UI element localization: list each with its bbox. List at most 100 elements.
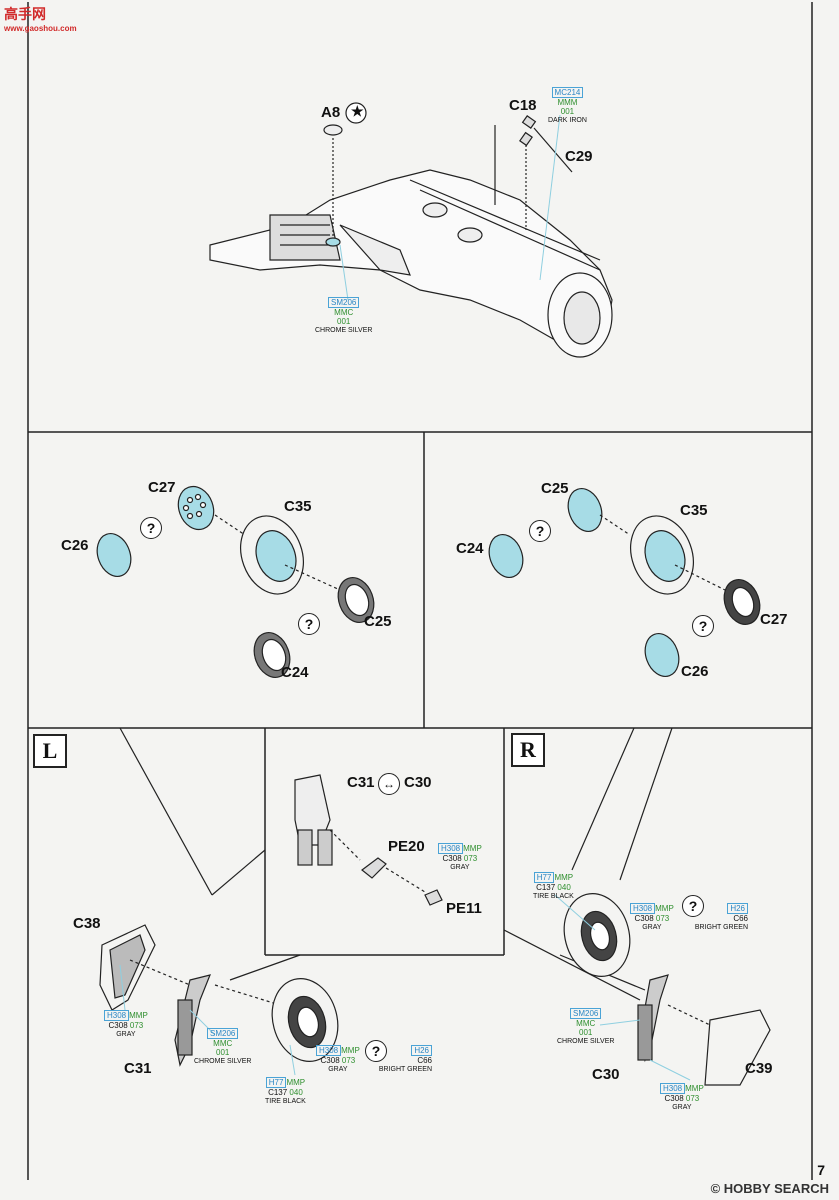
question-icon: ? [140, 517, 162, 539]
paint-mmp: MMP [129, 1011, 148, 1020]
paint-h: H26 [411, 1045, 432, 1056]
paint-mmp: MMP [554, 873, 574, 882]
paint-h: H308 [660, 1083, 686, 1094]
paint-name: GRAY [642, 924, 662, 931]
paint-line2: MMC [576, 1019, 596, 1028]
paint-n: 073 [685, 1094, 700, 1103]
paint-line3: 001 [560, 107, 575, 116]
paint-name: GRAY [328, 1066, 348, 1073]
paint-callout-bright-green: H26 C66 BRIGHT GREEN [688, 903, 748, 932]
paint-mmp: MMP [685, 1084, 704, 1093]
paint-c: C137 [268, 1088, 288, 1097]
paint-h: H77 [265, 1077, 287, 1088]
part-label-c24: C24 [456, 540, 484, 557]
part-label-c39: C39 [745, 1060, 773, 1077]
question-icon: ? [298, 613, 320, 635]
part-label-c35: C35 [284, 498, 312, 515]
paint-name: CHROME SILVER [194, 1058, 252, 1065]
paint-mmp: MMP [286, 1078, 306, 1087]
paint-n: 040 [557, 883, 571, 892]
paint-callout-dark-iron: MC214 MMM 001 DARK IRON [548, 87, 587, 125]
paint-h: H308 [630, 903, 656, 914]
watermark-logo: 高手网 www.gaoshou.com [4, 4, 77, 33]
paint-c: C137 [536, 883, 556, 892]
part-label-c25: C25 [541, 480, 569, 497]
paint-h: H308 [104, 1010, 130, 1021]
part-label-c27: C27 [760, 611, 788, 628]
paint-n: 073 [129, 1021, 144, 1030]
paint-c: C66 [417, 1056, 432, 1065]
paint-c: C308 [320, 1056, 340, 1065]
part-label-c25: C25 [364, 613, 392, 630]
paint-mmp: MMP [655, 904, 674, 913]
paint-n: 073 [463, 854, 478, 863]
swap-arrow-icon: ↔ [378, 773, 400, 795]
part-label-pe11: PE11 [446, 900, 482, 917]
paint-mmp: MMP [341, 1046, 360, 1055]
paint-line2: MMM [557, 98, 578, 107]
paint-code: SM206 [570, 1008, 602, 1019]
panel-borders [27, 2, 813, 1180]
paint-code: SM206 [328, 297, 360, 308]
paint-mmp: MMP [463, 844, 482, 853]
watermark-url: www.gaoshou.com [4, 24, 77, 33]
star-icon: ★ [351, 103, 364, 119]
paint-c: C308 [442, 854, 462, 863]
paint-callout-chrome-silver: SM206 MMC 001 CHROME SILVER [557, 1008, 614, 1046]
part-label-c24: C24 [281, 664, 309, 681]
watermark-title: 高手网 [4, 6, 46, 22]
part-label-c30: C30 [592, 1066, 620, 1083]
part-label-c27: C27 [148, 479, 176, 496]
paint-callout-chrome-silver: SM206 MMC 001 CHROME SILVER [194, 1028, 251, 1066]
fuselage-nose-drawing [209, 125, 613, 358]
paint-line2: MMC [213, 1039, 233, 1048]
part-label-c26: C26 [61, 537, 89, 554]
question-icon: ? [529, 520, 551, 542]
paint-line3: 001 [579, 1028, 593, 1037]
question-icon: ? [692, 615, 714, 637]
side-marker-right: R [511, 733, 545, 767]
paint-c: C308 [664, 1094, 684, 1103]
left-gear-drawing [99, 727, 339, 1067]
paint-name: CHROME SILVER [315, 327, 373, 334]
part-label-c30: C30 [404, 774, 432, 791]
paint-name: DARK IRON [548, 117, 587, 124]
paint-n: 073 [655, 914, 670, 923]
paint-name: CHROME SILVER [557, 1038, 615, 1045]
paint-leader-lines [119, 894, 691, 1081]
paint-leader-line [339, 244, 349, 301]
paint-h: H26 [727, 903, 748, 914]
part-label-c26: C26 [681, 663, 709, 680]
left-wheel-exploded-drawing [96, 485, 375, 678]
paint-c: C308 [634, 914, 654, 923]
paint-name: BRIGHT GREEN [378, 1066, 432, 1073]
star-circle-icon [345, 102, 367, 124]
paint-h: H77 [533, 872, 555, 883]
part-label-c29: C29 [565, 148, 593, 165]
paint-n: 040 [289, 1088, 303, 1097]
paint-line2: MMC [334, 308, 354, 317]
footer-brand: © HOBBY SEARCH [710, 1181, 829, 1196]
paint-callout-chrome-silver: SM206 MMC 001 CHROME SILVER [315, 297, 372, 335]
paint-line3: 001 [337, 317, 351, 326]
paint-name: GRAY [450, 864, 470, 871]
paint-name: BRIGHT GREEN [694, 924, 748, 931]
part-label-c18: C18 [509, 97, 537, 114]
right-gear-drawing [503, 727, 771, 1086]
question-icon: ? [365, 1040, 387, 1062]
paint-line3: 001 [216, 1048, 230, 1057]
paint-name: TIRE BLACK [265, 1098, 306, 1105]
part-label-c31: C31 [347, 774, 375, 791]
paint-code: MC214 [551, 87, 584, 98]
paint-leader-line [539, 114, 561, 281]
right-wheel-exploded-drawing [488, 488, 761, 677]
paint-c: C308 [108, 1021, 128, 1030]
strut-detail-drawing [294, 774, 443, 906]
